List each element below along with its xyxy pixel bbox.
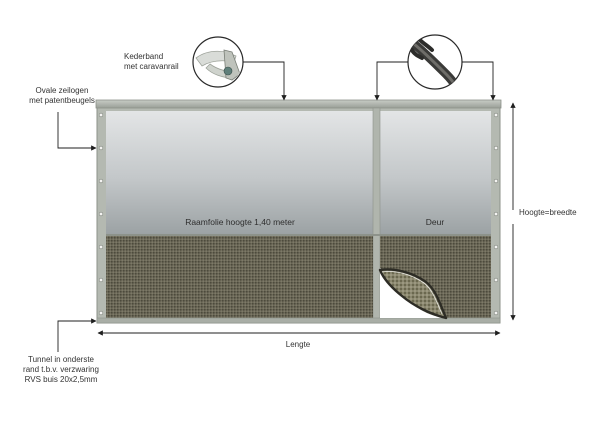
profile-arrow-right — [462, 61, 496, 101]
ovale-zeilogen-label: Ovale zeilogen met patentbeugels — [29, 86, 95, 105]
profile-detail — [407, 34, 463, 90]
kederband-label: Kederband met caravanrail — [124, 52, 179, 71]
window-left — [106, 111, 373, 234]
eyelets-left — [98, 112, 104, 316]
kederband-detail — [192, 36, 244, 88]
mesh-left — [106, 236, 373, 318]
window-door — [380, 111, 491, 234]
hoogte-label: Hoogte=breedte — [519, 208, 577, 217]
raamfolie-label: Raamfolie hoogte 1,40 meter — [185, 217, 295, 227]
lengte-label: Lengte — [285, 340, 311, 349]
tunnel-label: Tunnel in onderste rand t.b.v. verzwarin… — [23, 355, 99, 384]
eyelets-right — [493, 112, 499, 316]
deur-label: Deur — [425, 217, 445, 227]
door-fold-corner — [378, 268, 448, 320]
door-divider — [372, 107, 381, 321]
bottom-tunnel — [96, 317, 501, 324]
leaders — [57, 61, 516, 352]
top-rail — [95, 99, 502, 109]
screen-panel — [95, 99, 502, 324]
kederband-arrow — [243, 61, 287, 101]
tunnel-arrow — [57, 318, 97, 352]
profile-arrow-left — [374, 61, 408, 101]
zeilogen-arrow — [57, 112, 97, 151]
